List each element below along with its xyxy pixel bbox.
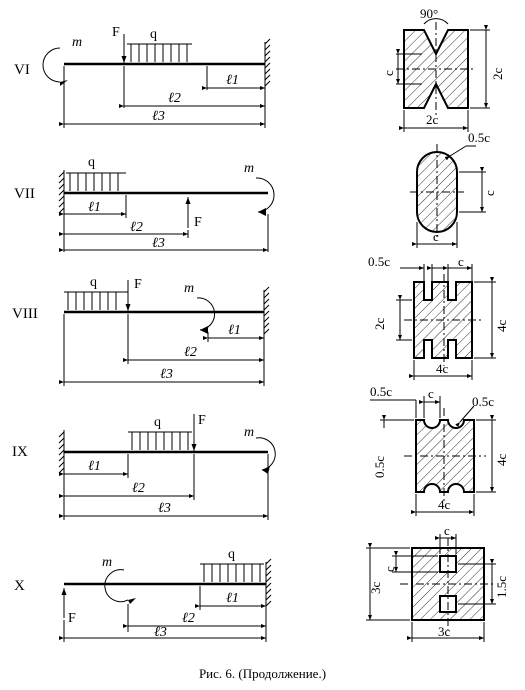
dim-height: 4c [494, 320, 509, 333]
moment-m: m [244, 425, 276, 474]
dimensions: ℓ1 ℓ2 ℓ3 [59, 195, 269, 252]
load-label: q [88, 155, 95, 170]
dim-width: c [433, 229, 439, 244]
moment-m: m [184, 281, 215, 334]
dim-width: 3c [438, 624, 451, 639]
distributed-load-q: q [200, 547, 264, 582]
dim-l1: ℓ1 [228, 323, 241, 338]
dim-hole-spacing: 1.5c [494, 576, 509, 598]
angle-label: 90° [420, 6, 438, 21]
dimensions: ℓ1 ℓ2 ℓ3 [59, 66, 266, 128]
dim-l3: ℓ3 [152, 236, 165, 251]
dim-width: 4c [436, 361, 449, 376]
distributed-load-q: q [64, 275, 128, 310]
load-label: q [228, 547, 235, 562]
scheme-number: IX [12, 444, 28, 460]
wall-right [263, 286, 270, 335]
wall-right [264, 38, 271, 87]
wall-left [58, 430, 65, 474]
moment-label: m [184, 281, 194, 296]
wall-left [58, 170, 65, 214]
force-label: F [68, 611, 76, 626]
dim-l2: ℓ2 [168, 91, 181, 106]
scheme-number: VIII [12, 306, 38, 322]
dim-l1: ℓ1 [88, 459, 101, 474]
section-viii: 0.5c c 2c 4c 4c [368, 254, 509, 380]
dim-c: c [458, 254, 464, 269]
scheme-viii: VIII q F m ℓ1 ℓ2 [12, 254, 509, 386]
dim-l3: ℓ3 [160, 367, 173, 382]
dim-height: 4c [494, 454, 509, 467]
dim-l3: ℓ3 [158, 501, 171, 516]
dim-hole-height: c [382, 566, 397, 572]
dim-l2: ℓ2 [132, 481, 145, 496]
scheme-number: VI [14, 62, 30, 78]
scheme-vi: VI m F q ℓ1 ℓ2 ℓ [14, 6, 505, 132]
distributed-load-q: q [66, 155, 126, 191]
distributed-load-q: q [127, 27, 192, 62]
dim-height: 2c [490, 68, 505, 81]
force-f: F [191, 413, 206, 451]
force-label: F [112, 25, 120, 40]
load-label: q [154, 415, 161, 430]
dim-web: 2c [372, 318, 387, 331]
dim-l3: ℓ3 [154, 625, 167, 640]
section-vii: 0.5c c c [410, 130, 497, 248]
force-f: F [61, 588, 76, 626]
scheme-ix: IX q F m ℓ1 ℓ2 ℓ [12, 384, 509, 520]
scheme-number: X [14, 578, 25, 594]
dimensions: ℓ1 ℓ2 ℓ3 [59, 314, 265, 386]
dim-width: 4c [438, 497, 451, 512]
wall-right [265, 558, 272, 607]
scheme-number: VII [14, 186, 35, 202]
dim-c: c [381, 70, 396, 76]
dimensions: ℓ1 ℓ2 ℓ3 [59, 454, 269, 520]
dim-height: 3c [368, 582, 383, 595]
dim-l1: ℓ1 [226, 73, 239, 88]
dim-width: 2c [426, 112, 439, 127]
moment-label: m [102, 555, 112, 570]
dim-slot: 0.5c [368, 254, 390, 269]
force-label: F [194, 215, 202, 230]
dim-l2: ℓ2 [182, 611, 195, 626]
moment-label: m [244, 425, 254, 440]
dim-l1: ℓ1 [88, 200, 101, 215]
scheme-x: X F m q ℓ1 ℓ2 ℓ3 [14, 523, 509, 642]
load-label: q [90, 275, 97, 290]
scheme-vii: VII q F m ℓ1 ℓ2 [14, 130, 497, 252]
force-f: F [125, 277, 142, 311]
force-f: F [185, 197, 202, 230]
dim-c: c [428, 386, 434, 401]
dim-hole-width: c [444, 523, 450, 538]
dim-l1: ℓ1 [226, 591, 239, 606]
moment-m: m [244, 161, 275, 216]
section-x: c c 3c 1.5c 3c [366, 523, 509, 642]
moment-m: m [42, 35, 82, 86]
figure-caption: Рис. 6. (Продолжение.) [198, 666, 327, 681]
dim-l2: ℓ2 [184, 345, 197, 360]
dim-radius: 0.5c [472, 394, 494, 409]
force-label: F [198, 413, 206, 428]
dim-l2: ℓ2 [130, 220, 143, 235]
section-vi: 90° c 2c 2c [381, 6, 505, 132]
dim-edge: 0.5c [370, 384, 392, 399]
moment-label: m [244, 161, 254, 176]
dimensions: ℓ1 ℓ2 ℓ3 [59, 586, 267, 642]
dim-flat: c [482, 190, 497, 196]
section-ix: 0.5c c 0.5c 0.5c 4c 4c [370, 384, 509, 516]
moment-m: m [102, 555, 136, 604]
load-label: q [150, 27, 157, 42]
force-label: F [134, 277, 142, 292]
dim-notch: 0.5c [372, 456, 387, 478]
moment-label: m [72, 35, 82, 50]
distributed-load-q: q [128, 415, 192, 450]
force-f: F [112, 25, 127, 63]
dim-radius: 0.5c [468, 130, 490, 145]
dim-l3: ℓ3 [152, 109, 165, 124]
